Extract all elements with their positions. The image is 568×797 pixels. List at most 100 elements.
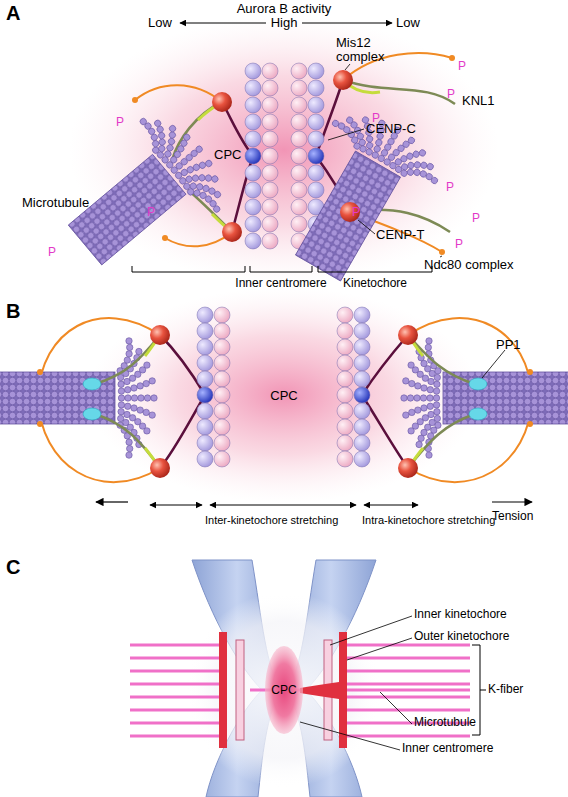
protofilament [403, 378, 409, 384]
nucleosome [214, 355, 230, 371]
protofilament [434, 409, 440, 415]
protofilament [421, 360, 427, 366]
phospho-mark: P [447, 88, 455, 101]
leader-line [328, 64, 442, 257]
nucleosome [197, 419, 213, 435]
nucleosome [291, 148, 307, 164]
phospho-mark: P [472, 212, 480, 225]
protofilament [138, 395, 144, 401]
knl1-line [408, 335, 475, 384]
nucleosome [354, 323, 370, 339]
protofilament [426, 338, 432, 344]
label: K-fiber [488, 683, 523, 696]
nucleosome [262, 233, 278, 249]
nucleosome [245, 148, 261, 164]
nucleosome [197, 403, 213, 419]
protofilament [125, 403, 131, 409]
nucleosome [337, 339, 353, 355]
panel-b [0, 287, 568, 505]
nucleosome [354, 355, 370, 371]
label: Inter-kinetochore stretching [205, 514, 338, 526]
protofilament [143, 409, 149, 415]
label: Mis12 complex [336, 36, 392, 65]
label: CENP-C [366, 122, 416, 136]
chromatin [197, 307, 370, 467]
nucleosome [354, 387, 370, 403]
microtubule-line [347, 644, 470, 647]
phospho-mark: P [446, 181, 454, 194]
nucleosome [214, 435, 230, 451]
protofilament [433, 395, 439, 401]
nucleosome [337, 435, 353, 451]
protofilament [124, 357, 130, 363]
outer-kinetochore [219, 632, 347, 748]
protofilament [413, 168, 422, 177]
nucleosome [262, 97, 278, 113]
protofilament [131, 385, 137, 391]
protofilament [427, 387, 433, 393]
knl1-line [95, 335, 160, 384]
protofilament [153, 119, 162, 128]
nucleosome [245, 114, 261, 130]
mis12-sphere [212, 92, 232, 112]
mis12-sphere [150, 325, 170, 345]
label: Inner kinetochore [414, 608, 507, 621]
stretch-arrow [210, 505, 356, 506]
phospho-mark: P [48, 246, 56, 259]
pp1-blob [83, 378, 487, 420]
label: CPC [270, 389, 297, 403]
nucleosome [262, 63, 278, 79]
ndc80-line [165, 232, 232, 246]
protofilament [131, 395, 137, 401]
label: Microtubule [414, 716, 476, 729]
protofilament [374, 138, 383, 147]
nucleosome [337, 323, 353, 339]
nucleosome [214, 451, 230, 467]
ndc80-end [132, 97, 138, 103]
nucleosome [197, 451, 213, 467]
nucleosome [197, 387, 213, 403]
microtubule-line [130, 722, 219, 725]
protofilament [403, 412, 409, 418]
leader-line [300, 616, 412, 750]
protofilament [212, 205, 221, 214]
mis12-sphere [150, 325, 418, 478]
protofilament [126, 351, 132, 357]
nucleosome [291, 97, 307, 113]
ndc80-end [527, 369, 533, 375]
panel-letter: A [6, 2, 20, 24]
phospho-mark: P [455, 238, 463, 251]
nucleosome [262, 80, 278, 96]
nucleosome [337, 371, 353, 387]
nucleosome [354, 307, 370, 323]
nucleosome [214, 307, 230, 323]
protofilament [118, 402, 124, 408]
nucleosome [291, 114, 307, 130]
panel-letter: C [6, 556, 20, 578]
label: Intra-kinetochore stretching [362, 514, 495, 526]
mis12-sphere [340, 202, 360, 222]
pp1-blob [83, 378, 101, 390]
protofilament [136, 348, 142, 354]
protofilament [401, 395, 407, 401]
nucleosome [245, 182, 261, 198]
protofilament [419, 161, 428, 170]
microtubule [46, 97, 451, 298]
protofilament [412, 150, 421, 159]
protofilament [433, 402, 439, 408]
knl1-line [343, 80, 455, 104]
protofilament [118, 395, 124, 401]
label: Low [396, 16, 420, 30]
nucleosome [308, 182, 324, 198]
protofilament [127, 344, 133, 350]
protofilament [331, 119, 340, 128]
protofilament [408, 428, 414, 434]
nucleosome [308, 165, 324, 181]
stretch-arrow [150, 505, 418, 506]
cpc-ellipse: CPC [264, 645, 304, 735]
microtubule-line [130, 696, 219, 699]
panel-letter: B [6, 300, 20, 322]
leader-line [345, 64, 350, 70]
knl1-line [172, 80, 455, 232]
mis12-sphere [398, 458, 418, 478]
